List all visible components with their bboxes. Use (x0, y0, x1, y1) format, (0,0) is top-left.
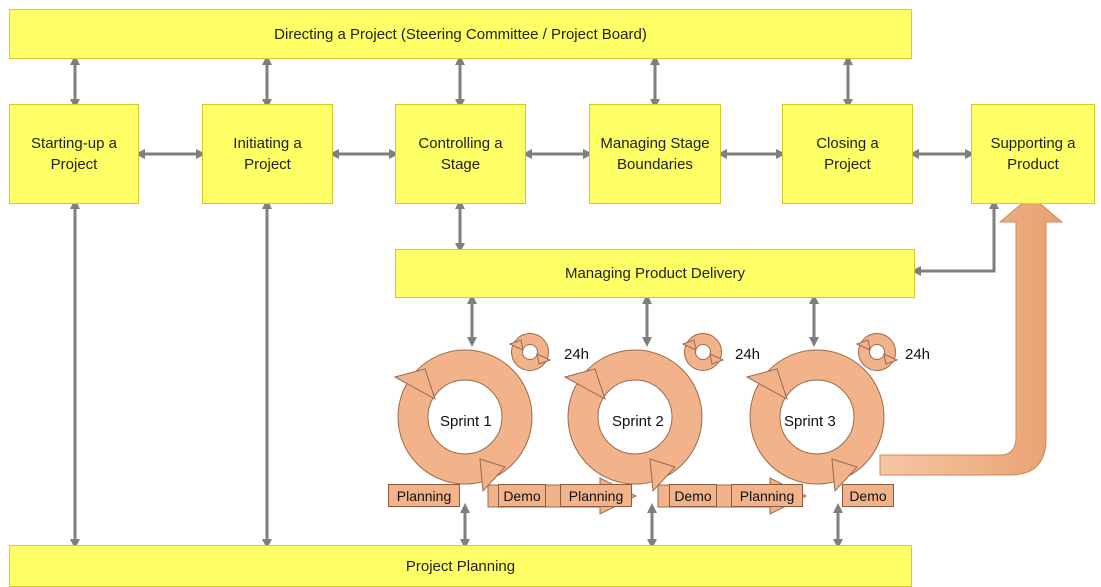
process-line-1: Closing a (816, 135, 879, 152)
process-line-1: Controlling a (418, 135, 503, 152)
sprint-2-demo-tag: Demo (669, 484, 717, 507)
sprint-cycle-3-icon (745, 349, 885, 493)
closing-project-box: Closing a Project (782, 104, 913, 204)
tag-label: Demo (503, 487, 541, 504)
sprint-2-planning-tag: Planning (560, 484, 632, 507)
process-line-1: Starting-up a (31, 135, 117, 152)
managing-product-delivery-box: Managing Product Delivery (395, 249, 915, 298)
daily-cycle-2-label: 24h (735, 346, 761, 363)
project-planning-box: Project Planning (9, 545, 912, 587)
sprint-3-label: Sprint 3 (784, 413, 836, 430)
sprint-3-demo-tag: Demo (842, 484, 894, 507)
process-line-2: Project (244, 156, 291, 173)
process-line-2: Stage (440, 156, 481, 173)
daily-cycle-2-icon (681, 333, 725, 371)
sprint-1-label: Sprint 1 (440, 413, 492, 430)
tag-label: Planning (568, 487, 624, 504)
directing-project-box: Directing a Project (Steering Committee … (9, 9, 912, 59)
delivery-to-product-arrow (879, 195, 1064, 476)
daily-cycle-3-label: 24h (905, 346, 931, 363)
daily-cycle-3-icon (855, 333, 899, 371)
daily-cycle-1-icon (508, 333, 552, 371)
tag-label: Demo (849, 487, 887, 504)
process-line-1: Supporting a (990, 135, 1076, 152)
starting-up-project-box: Starting-up a Project (9, 104, 139, 204)
process-line-2: Product (1007, 156, 1059, 173)
sprint-1-planning-tag: Planning (388, 484, 460, 507)
connector-supporting-delivery (911, 199, 999, 276)
supporting-product-box: Supporting a Product (971, 104, 1095, 204)
controlling-stage-box: Controlling a Stage (395, 104, 526, 204)
directing-project-label: Directing a Project (Steering Committee … (274, 25, 647, 43)
process-line-2: Project (50, 156, 98, 173)
sprint-cycle-1-icon (393, 349, 533, 493)
sprint-3-planning-tag: Planning (731, 484, 803, 507)
sprint-cycle-2-icon (563, 349, 703, 493)
tag-label: Demo (674, 487, 712, 504)
managing-product-delivery-label: Managing Product Delivery (564, 265, 746, 282)
process-line-2: Project (824, 156, 871, 173)
process-line-2: Boundaries (617, 156, 693, 173)
process-line-1: Initiating a (233, 135, 302, 152)
sprint-2-label: Sprint 2 (612, 413, 664, 430)
tag-label: Planning (739, 487, 795, 504)
managing-stage-boundaries-box: Managing Stage Boundaries (589, 104, 721, 204)
tag-label: Planning (396, 487, 452, 504)
project-planning-label: Project Planning (405, 557, 516, 575)
initiating-project-box: Initiating a Project (202, 104, 333, 204)
daily-cycle-1-label: 24h (564, 346, 590, 363)
process-line-1: Managing Stage (600, 135, 710, 152)
sprint-1-demo-tag: Demo (498, 484, 546, 507)
